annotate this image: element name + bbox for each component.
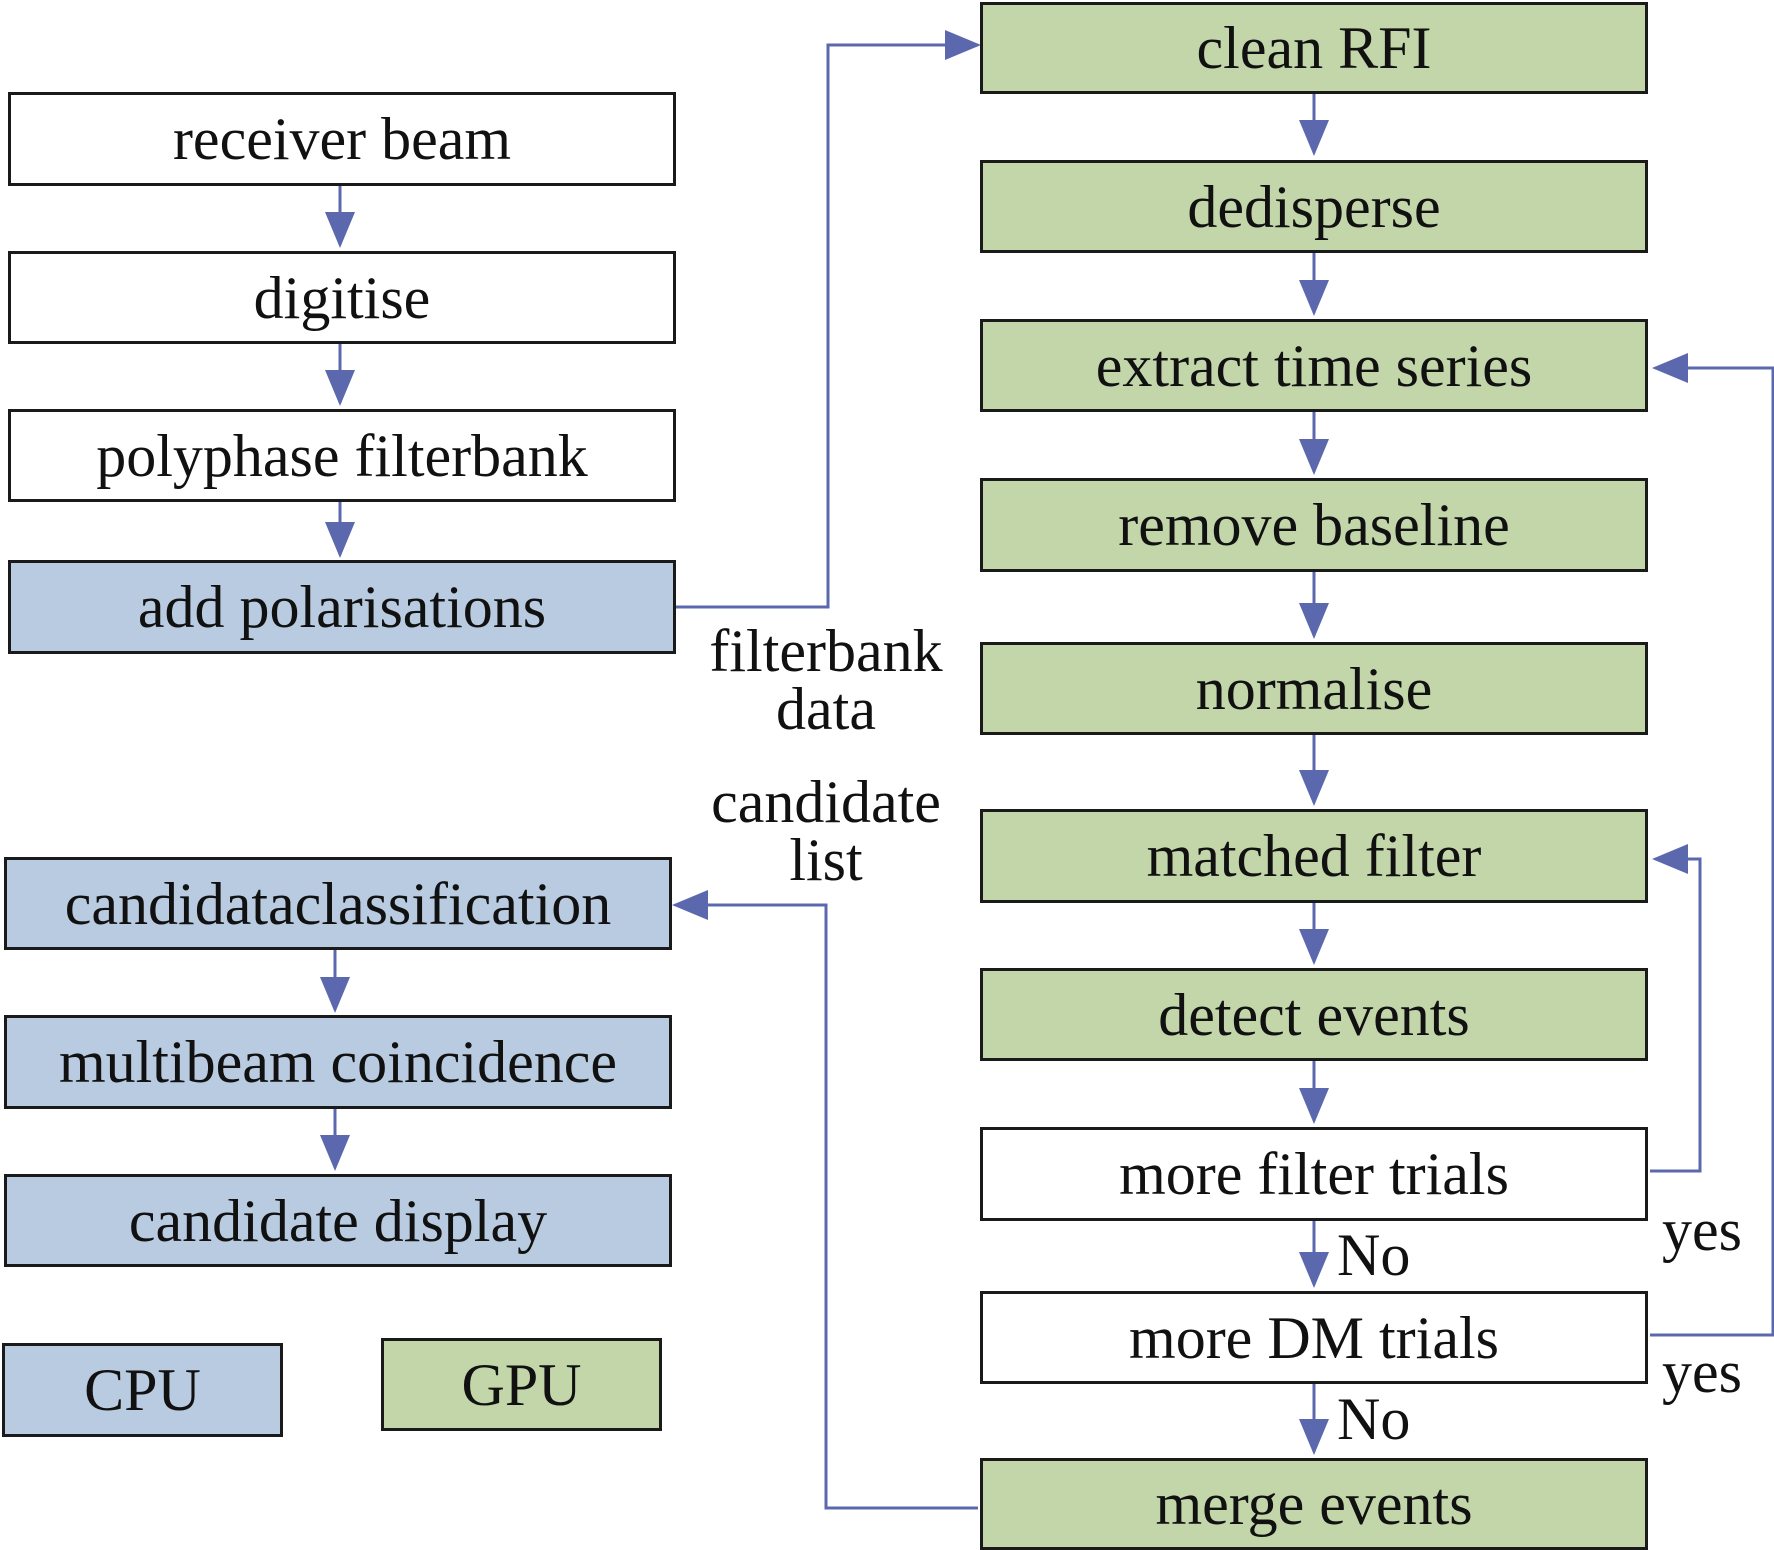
clean-rfi-box: clean RFI [980,2,1648,94]
loop-dm-trials-to-extract [1650,353,1774,1337]
matched-filter-label: matched filter [1146,823,1482,889]
merge-events-box: merge events [980,1458,1648,1550]
merge-events-label: merge events [1155,1471,1473,1537]
extract-time-series-label: extract time series [1095,332,1533,399]
polyphase-filterbank-box: polyphase filterbank [8,409,676,502]
digitise-box: digitise [8,251,676,344]
no-after-dm-trials: No [1337,1386,1411,1452]
clean-rfi-label: clean RFI [1196,15,1432,81]
receiver-beam-box: receiver beam [8,92,676,186]
yes-dm-loop: yes [1662,1339,1742,1405]
arrow-merge-to-classification [672,890,978,1510]
dedisperse-box: dedisperse [980,160,1648,253]
detect-events-label: detect events [1158,981,1470,1048]
loop-filter-trials-to-matched [1650,844,1702,1173]
yes-filter-loop: yes [1662,1197,1742,1263]
legend-gpu: GPU [381,1338,662,1431]
no-after-filter-trials: No [1337,1222,1411,1288]
candidate-classification-label: candidataclassification [64,870,612,937]
normalise-box: normalise [980,642,1648,735]
filterbank-data-label: filterbank data [696,618,956,742]
more-dm-trials-label: more DM trials [1129,1304,1499,1371]
candidate-display-label: candidate display [128,1187,548,1254]
detect-events-box: detect events [980,968,1648,1061]
more-filter-trials-box: more filter trials [980,1127,1648,1221]
more-dm-trials-box: more DM trials [980,1291,1648,1384]
multibeam-coincidence-box: multibeam coincidence [4,1015,672,1109]
legend-cpu: CPU [2,1343,283,1437]
filterbank-data-line1: filterbank [709,618,943,684]
candidate-display-box: candidate display [4,1174,672,1267]
candidate-list-line2: list [789,827,863,893]
remove-baseline-box: remove baseline [980,478,1648,572]
receiver-beam-label: receiver beam [172,106,512,172]
candidate-classification-box: candidataclassification [4,857,672,950]
polyphase-filterbank-label: polyphase filterbank [96,422,588,489]
candidate-list-label: candidate list [696,769,956,893]
remove-baseline-label: remove baseline [1118,492,1510,558]
multibeam-coincidence-label: multibeam coincidence [58,1029,618,1095]
filterbank-data-line2: data [776,676,876,742]
dedisperse-label: dedisperse [1187,173,1441,240]
matched-filter-box: matched filter [980,809,1648,903]
more-filter-trials-label: more filter trials [1119,1141,1509,1207]
arrow-polarisations-to-clean-rfi [675,30,981,609]
digitise-label: digitise [253,264,431,331]
add-polarisations-label: add polarisations [137,574,547,640]
add-polarisations-box: add polarisations [8,560,676,654]
normalise-label: normalise [1195,655,1433,722]
candidate-list-line1: candidate [711,769,941,835]
extract-time-series-box: extract time series [980,319,1648,412]
legend-cpu-label: CPU [84,1357,201,1423]
legend-gpu-label: GPU [461,1351,582,1418]
